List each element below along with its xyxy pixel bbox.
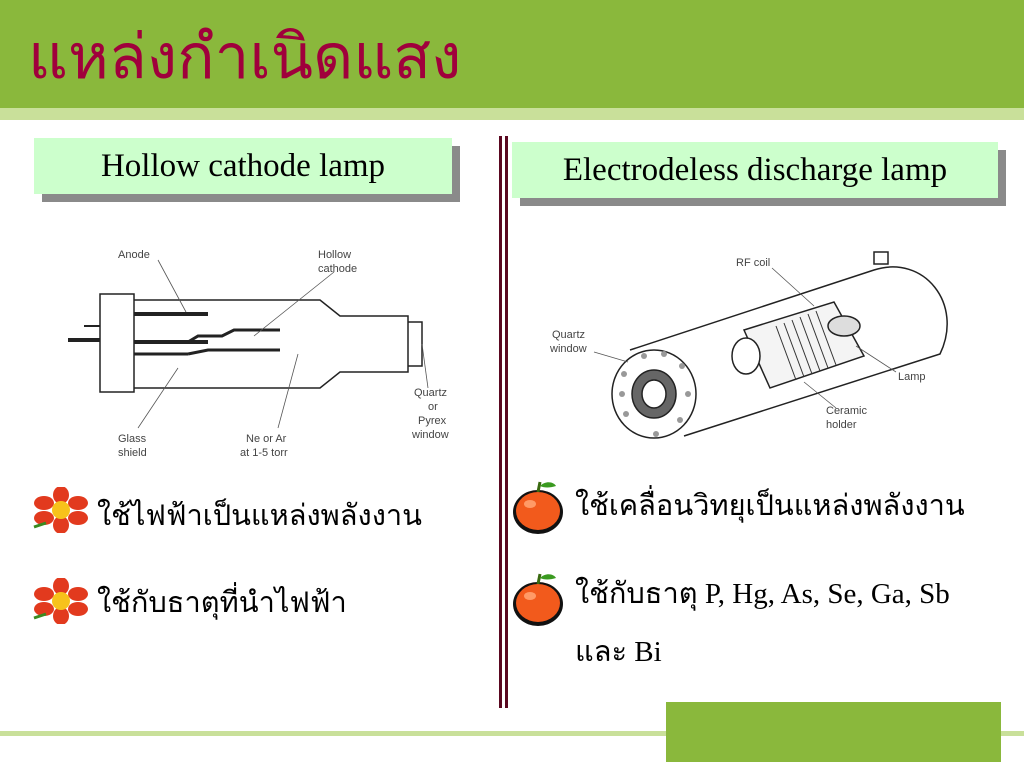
label-quartz: Quartz bbox=[414, 387, 447, 399]
apple-icon bbox=[513, 481, 563, 534]
label-pyrex: Pyrex bbox=[418, 415, 447, 427]
label-pressure: at 1-5 torr bbox=[240, 447, 288, 459]
label-quartz-right: Quartz bbox=[552, 329, 585, 341]
label-rf-coil: RF coil bbox=[736, 257, 770, 269]
bullet-left-2: ใช้กับธาตุที่นำไฟฟ้า bbox=[97, 587, 347, 619]
label-shield: shield bbox=[118, 447, 147, 459]
footer-box bbox=[666, 702, 1001, 762]
electrodeless-heading: Electrodeless discharge lamp bbox=[512, 142, 998, 198]
slide-title: แหล่งกำเนิดแสง bbox=[28, 24, 462, 92]
apple-icon bbox=[513, 573, 563, 626]
label-ne-ar: Ne or Ar bbox=[246, 433, 287, 445]
label-hollow: Hollow bbox=[318, 249, 351, 261]
label-window-right: window bbox=[549, 343, 587, 355]
flower-icon bbox=[33, 578, 88, 624]
label-holder: holder bbox=[826, 419, 857, 431]
label-ceramic: Ceramic bbox=[826, 405, 867, 417]
label-lamp: Lamp bbox=[898, 371, 926, 383]
hollow-cathode-diagram: Anode Hollow cathode Glass shield Ne or … bbox=[68, 249, 449, 459]
header-stripe bbox=[0, 108, 1024, 120]
hollow-cathode-heading: Hollow cathode lamp bbox=[34, 138, 452, 194]
header-bar bbox=[0, 0, 1024, 108]
label-window: window bbox=[411, 429, 449, 441]
column-divider-inner bbox=[505, 136, 508, 708]
footer-line bbox=[0, 731, 1024, 736]
bullet-right-3: และ Bi bbox=[575, 636, 662, 668]
label-glass: Glass bbox=[118, 433, 147, 445]
bullet-right-2: ใช้กับธาตุ P, Hg, As, Se, Ga, Sb bbox=[575, 578, 950, 610]
column-divider bbox=[499, 136, 502, 708]
bullet-left-1: ใช้ไฟฟ้าเป็นแหล่งพลังงาน bbox=[97, 500, 422, 532]
label-cathode: cathode bbox=[318, 263, 357, 275]
bullet-right-1: ใช้เคลื่อนวิทยุเป็นแหล่งพลังงาน bbox=[575, 490, 965, 522]
electrodeless-diagram: RF coil Quartz window Lamp Ceramic holde… bbox=[549, 251, 948, 439]
flower-icon bbox=[33, 487, 88, 533]
label-or: or bbox=[428, 401, 438, 413]
label-anode: Anode bbox=[118, 249, 150, 261]
